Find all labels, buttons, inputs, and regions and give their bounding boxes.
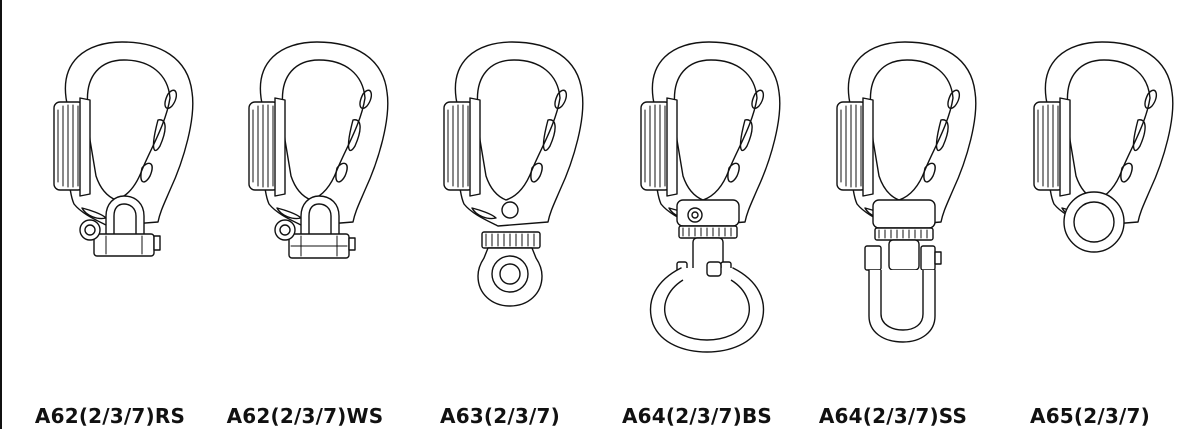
carabiner-swivel-eye-icon (443, 41, 584, 307)
product-card-a64bs: A64(2/3/7)BS (597, 0, 797, 429)
model-label: A64(2/3/7)BS (622, 404, 772, 428)
product-card-a62rs: A62(2/3/7)RS (10, 0, 210, 429)
product-card-a64ss: A64(2/3/7)SS (793, 0, 993, 429)
left-border-line (0, 0, 2, 429)
product-card-a65: A65(2/3/7) (990, 0, 1190, 429)
carabiner-swivel-d-shackle-icon (836, 41, 977, 343)
carabiner-swivel-ws-icon (248, 41, 389, 259)
model-label: A62(2/3/7)RS (34, 404, 186, 428)
carabiner-swivel-rs-icon (53, 41, 194, 257)
product-card-a62ws: A62(2/3/7)WS (205, 0, 405, 429)
carabiner-swivel-bow-shackle-icon (640, 41, 781, 353)
product-card-a63: A63(2/3/7) (400, 0, 600, 429)
model-label: A63(2/3/7) (440, 404, 560, 428)
model-label: A62(2/3/7)WS (226, 404, 384, 428)
carabiner-eye-ring-icon (1033, 41, 1174, 253)
model-label: A64(2/3/7)SS (818, 404, 968, 428)
model-label: A65(2/3/7) (1030, 404, 1150, 428)
